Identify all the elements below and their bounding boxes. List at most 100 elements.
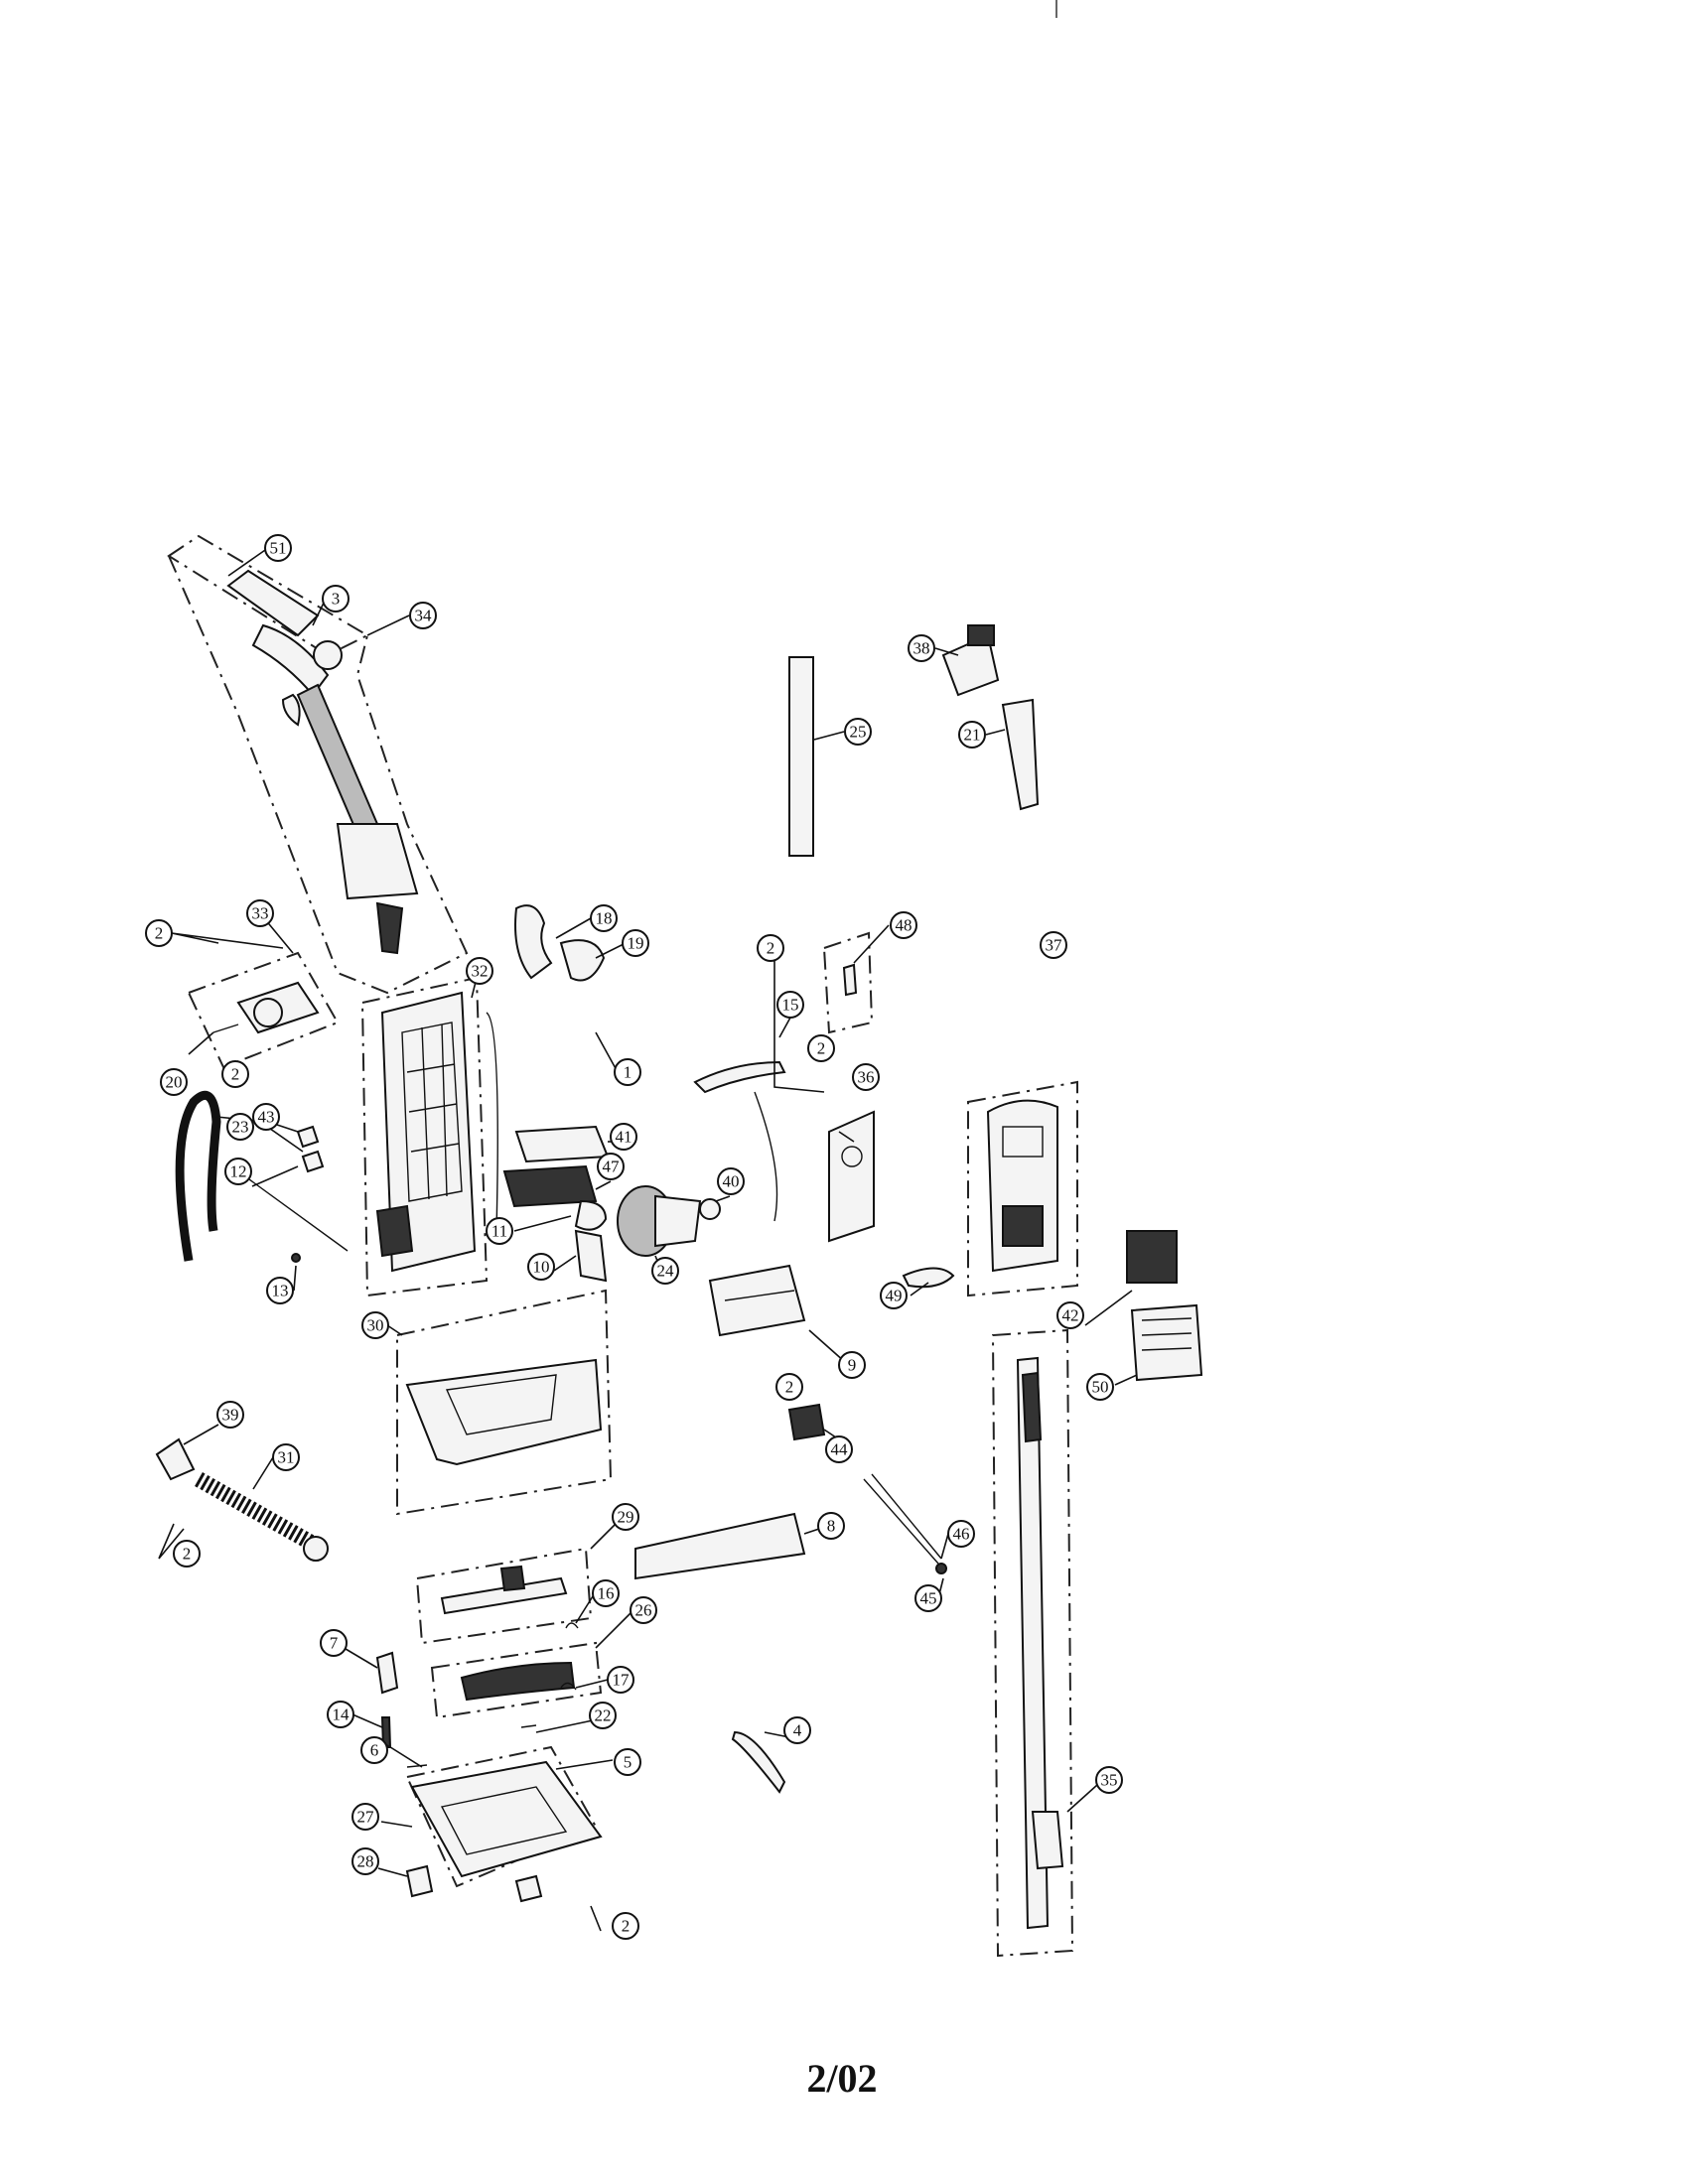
svg-text:27: 27: [357, 1808, 375, 1827]
svg-text:2: 2: [817, 1039, 826, 1058]
callout-22: 22: [589, 1702, 617, 1729]
svg-text:18: 18: [596, 909, 613, 928]
svg-text:24: 24: [657, 1262, 675, 1281]
callout-49: 49: [880, 1282, 908, 1309]
svg-text:35: 35: [1101, 1771, 1118, 1790]
handle-bracket-part: [187, 951, 340, 1069]
callout-35: 35: [1095, 1766, 1123, 1794]
svg-text:16: 16: [598, 1584, 615, 1603]
callout-2-f: 2: [173, 1540, 201, 1568]
base-cover-part: [396, 1289, 613, 1516]
svg-text:41: 41: [616, 1128, 632, 1147]
callout-36: 36: [852, 1063, 880, 1091]
svg-text:46: 46: [953, 1525, 970, 1544]
svg-text:37: 37: [1046, 936, 1063, 955]
callout-40: 40: [717, 1167, 745, 1195]
svg-text:2: 2: [785, 1378, 794, 1397]
svg-text:43: 43: [258, 1108, 275, 1127]
svg-text:33: 33: [252, 904, 269, 923]
svg-text:28: 28: [357, 1852, 374, 1871]
callout-38: 38: [908, 634, 935, 662]
callout-50: 50: [1086, 1373, 1114, 1401]
nozzle-part: [634, 1512, 806, 1580]
callout-10: 10: [527, 1253, 555, 1281]
svg-text:23: 23: [232, 1118, 249, 1137]
svg-text:21: 21: [964, 726, 981, 745]
hose-part: [155, 1437, 329, 1562]
svg-text:4: 4: [793, 1721, 802, 1740]
svg-text:2: 2: [155, 924, 164, 943]
svg-text:10: 10: [533, 1258, 550, 1277]
svg-text:2: 2: [231, 1065, 240, 1084]
svg-text:2: 2: [622, 1917, 631, 1936]
callout-31: 31: [272, 1443, 300, 1471]
svg-text:39: 39: [222, 1406, 239, 1425]
svg-text:32: 32: [472, 962, 489, 981]
callout-19: 19: [622, 929, 649, 957]
extension-wand-part: [788, 656, 814, 857]
callout-46: 46: [947, 1520, 975, 1548]
bag-door-part: [967, 1080, 1078, 1297]
callout-34: 34: [409, 602, 437, 629]
nozzle-cover-part: [708, 1264, 806, 1337]
svg-text:11: 11: [491, 1222, 507, 1241]
svg-text:12: 12: [230, 1162, 247, 1181]
callout-17: 17: [607, 1666, 634, 1694]
svg-text:2: 2: [183, 1545, 192, 1564]
svg-text:38: 38: [913, 639, 930, 658]
filter-parts: [502, 1125, 610, 1283]
cord-clip-part: [863, 1473, 947, 1574]
svg-text:42: 42: [1062, 1306, 1079, 1325]
callout-6: 6: [360, 1736, 388, 1764]
svg-text:17: 17: [613, 1671, 631, 1690]
svg-text:36: 36: [858, 1068, 875, 1087]
svg-text:40: 40: [723, 1172, 740, 1191]
callout-11: 11: [486, 1217, 513, 1245]
callout-2-b: 2: [757, 934, 784, 962]
callout-13: 13: [266, 1277, 294, 1304]
filter-cartridge-part: [787, 1403, 826, 1441]
callout-2-d: 2: [807, 1034, 835, 1062]
handle-grip-part: [693, 1060, 786, 1222]
small-fasteners: [291, 1125, 325, 1263]
motor-part: [617, 1185, 721, 1257]
svg-text:45: 45: [920, 1589, 937, 1608]
callout-28: 28: [351, 1847, 379, 1875]
svg-text:34: 34: [415, 607, 433, 625]
callout-16: 16: [592, 1579, 620, 1607]
svg-text:22: 22: [595, 1706, 612, 1725]
svg-text:30: 30: [367, 1316, 384, 1335]
svg-text:48: 48: [896, 916, 912, 935]
callout-48: 48: [890, 911, 917, 939]
callout-20: 20: [160, 1068, 188, 1096]
callout-4: 4: [783, 1716, 811, 1744]
svg-text:47: 47: [603, 1158, 621, 1176]
svg-text:7: 7: [330, 1634, 339, 1653]
callout-32: 32: [466, 957, 493, 985]
svg-text:31: 31: [278, 1448, 295, 1467]
callout-3: 3: [322, 585, 350, 613]
callout-12: 12: [224, 1158, 252, 1185]
callout-21: 21: [958, 721, 986, 749]
callout-33: 33: [246, 899, 274, 927]
svg-text:6: 6: [370, 1741, 379, 1760]
latch-part: [822, 931, 874, 1034]
callout-27: 27: [351, 1803, 379, 1831]
callout-44: 44: [825, 1435, 853, 1463]
callout-15: 15: [776, 991, 804, 1019]
svg-text:13: 13: [272, 1282, 289, 1300]
callout-8: 8: [817, 1512, 845, 1540]
svg-text:2: 2: [767, 939, 775, 958]
base-housing-part: [375, 1651, 603, 1903]
callout-7: 7: [320, 1629, 348, 1657]
page-number: 2/02: [806, 2056, 878, 2101]
callout-2-e: 2: [775, 1373, 803, 1401]
svg-text:20: 20: [166, 1073, 183, 1092]
callout-23: 23: [226, 1113, 254, 1141]
callout-1: 1: [614, 1058, 641, 1086]
svg-text:9: 9: [848, 1356, 857, 1375]
svg-text:15: 15: [782, 996, 799, 1015]
svg-text:5: 5: [624, 1753, 632, 1772]
svg-text:25: 25: [850, 723, 867, 742]
